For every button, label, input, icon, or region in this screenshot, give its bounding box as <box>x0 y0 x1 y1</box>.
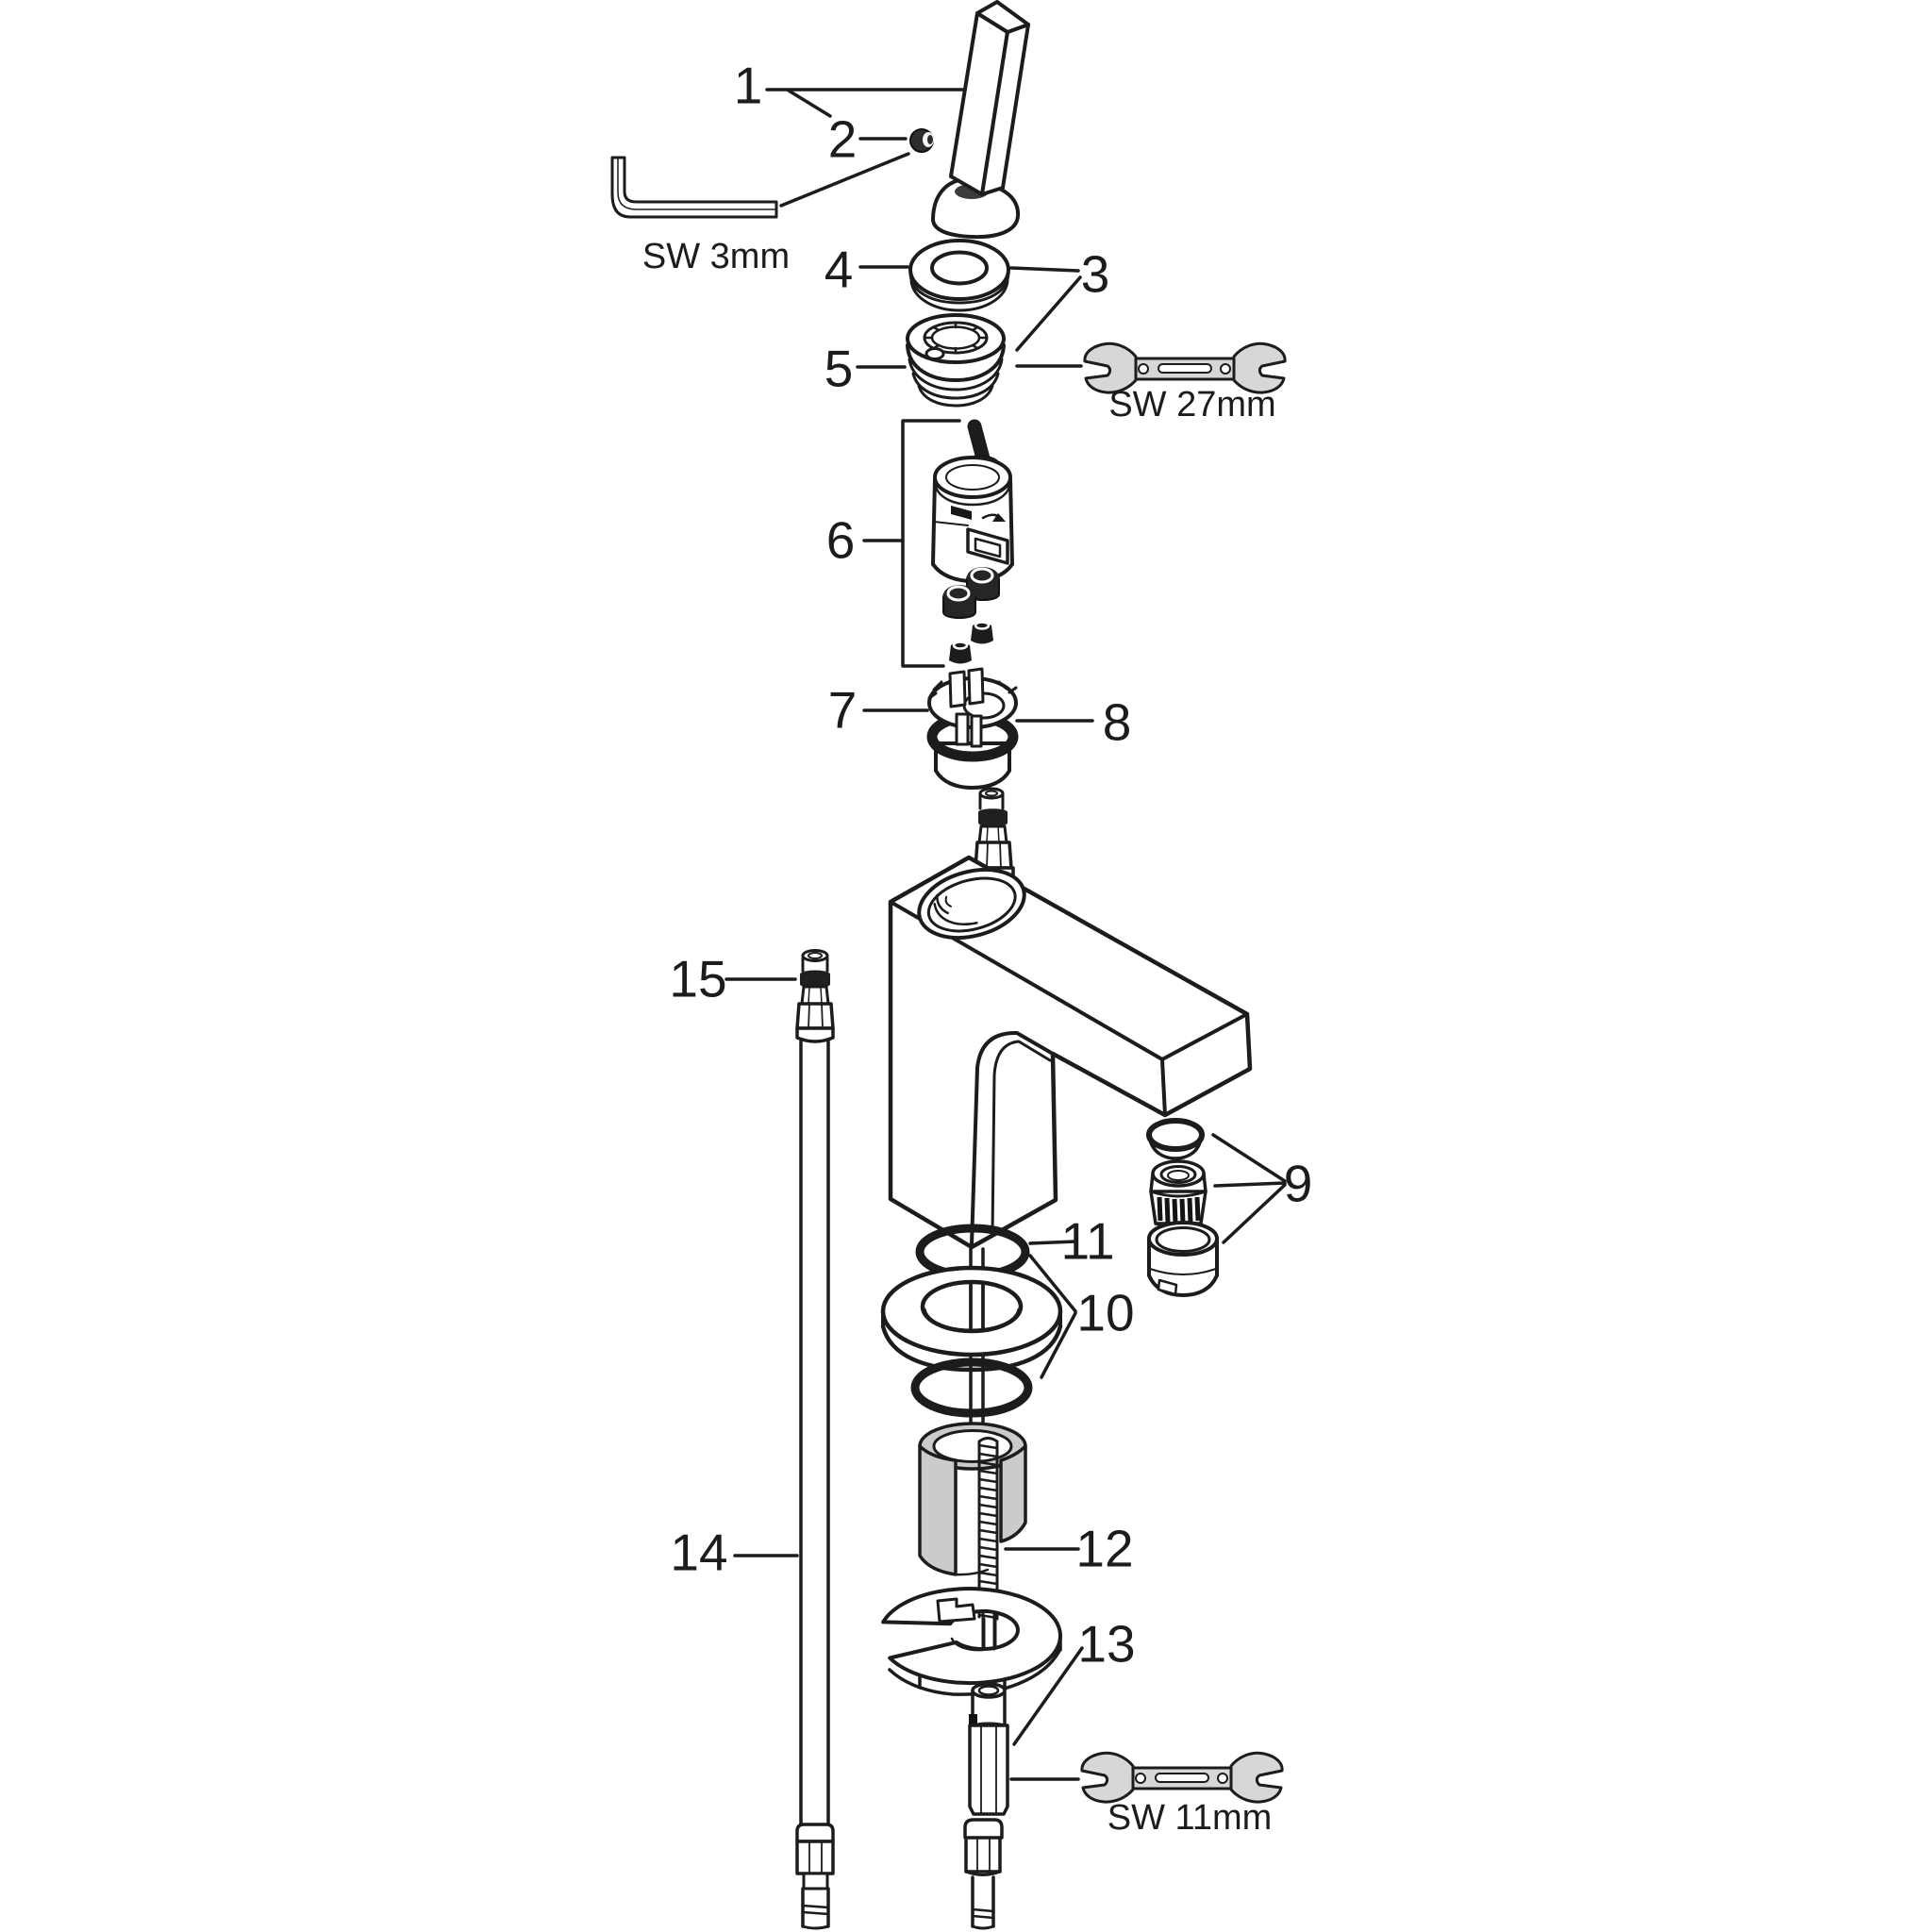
wrench-27mm-size-label: SW 27mm <box>1108 385 1276 425</box>
callout-1: 1 <box>733 56 763 115</box>
allen-key-size-label: SW 3mm <box>641 237 791 276</box>
callout-2: 2 <box>827 109 858 169</box>
part-13-fixing-bolt <box>963 1682 1009 1930</box>
faucet-top-opening <box>917 867 1026 941</box>
part-6-cartridge <box>931 419 1014 664</box>
callout-7: 7 <box>827 680 858 740</box>
aerator-housing <box>1147 1221 1219 1297</box>
faucet-body <box>888 855 1253 1250</box>
callout-8: 8 <box>1102 692 1132 752</box>
part-2-set-screw <box>909 128 934 153</box>
callout-5: 5 <box>824 339 854 398</box>
leader-lines <box>724 88 1287 1781</box>
aerator-insert <box>1149 1159 1208 1228</box>
part-15-hose-connector <box>795 949 835 1043</box>
callout-10: 10 <box>1076 1283 1135 1342</box>
callout-15: 15 <box>669 949 727 1008</box>
tool-allen-key <box>610 156 778 219</box>
cartridge-seal-ring <box>942 585 976 619</box>
part-10-o-ring <box>910 1357 1033 1418</box>
cartridge-inlet-seal <box>971 621 993 644</box>
base-escutcheon-washer <box>880 1265 1063 1373</box>
part-5-retaining-nut <box>906 313 1006 408</box>
callout-3: 3 <box>1080 244 1110 304</box>
part-7-retainer-cup <box>926 667 1019 790</box>
callout-12: 12 <box>1075 1519 1134 1578</box>
tool-open-end-wrench-11mm <box>1080 1751 1284 1804</box>
callout-11: 11 <box>1060 1211 1115 1271</box>
part-13-horseshoe-washer <box>881 1587 1062 1696</box>
tool-open-end-wrench <box>1083 341 1287 394</box>
part-9-aerator-set <box>1146 1118 1219 1297</box>
cartridge-seal-ring <box>966 567 1000 601</box>
part-14-hose <box>795 1040 835 1930</box>
part-1-handle-lever <box>931 0 1030 240</box>
cartridge-inlet-seal <box>949 641 972 664</box>
callout-14: 14 <box>670 1523 728 1582</box>
part-12-clamp-sleeve <box>918 1422 1027 1576</box>
part-4-washer <box>908 239 1010 312</box>
callout-4: 4 <box>824 240 854 299</box>
callout-6: 6 <box>825 510 856 570</box>
wrench-11mm-size-label: SW 11mm <box>1107 1798 1273 1838</box>
callout-9: 9 <box>1283 1154 1313 1213</box>
callout-13: 13 <box>1077 1614 1136 1674</box>
